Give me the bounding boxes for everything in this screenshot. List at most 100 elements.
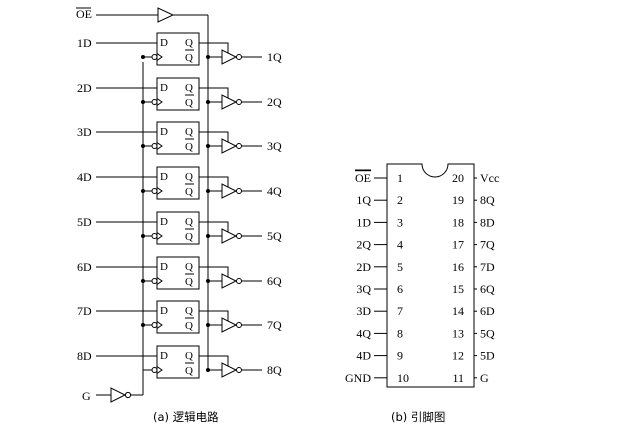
enable-junction [206, 144, 210, 148]
output-label-5: 5Q [267, 229, 282, 243]
flip-flop [156, 77, 200, 111]
pinout-caption: (b) 引脚图 [391, 410, 445, 424]
pin-name: 4D [356, 349, 371, 363]
clock-bubble [151, 54, 158, 60]
logic-caption: (a) 逻辑电路 [153, 410, 219, 424]
output-label-1: 1Q [267, 50, 282, 64]
pin-number: 17 [452, 238, 464, 252]
ff-d-label: D [160, 171, 168, 183]
pin-name: 5Q [480, 326, 495, 340]
q-wire [199, 131, 229, 142]
pin-name: 1D [356, 215, 371, 229]
pin-left-10: GND 10 [345, 371, 409, 385]
clock-edge-marker [156, 366, 163, 374]
pin-name: 7Q [480, 238, 495, 252]
clock-junction [141, 323, 145, 327]
pin-number: 19 [452, 193, 464, 207]
pin-name: 6D [480, 304, 495, 318]
pin-number: 16 [452, 260, 464, 274]
ff-d-label: D [160, 350, 168, 362]
ff-qbar-label: Q [185, 231, 193, 243]
clock-junction [141, 100, 145, 104]
tri-state-buffer [221, 228, 238, 244]
clock-bubble [151, 278, 158, 284]
q-wire [199, 176, 229, 187]
pin-name: 8D [480, 215, 495, 229]
output-label-4: 4Q [267, 184, 282, 198]
enable-junction [206, 189, 210, 193]
clock-edge-marker [156, 321, 163, 329]
output-bubble [236, 188, 242, 194]
ff-qbar-label: Q [185, 186, 193, 198]
clock-junction [141, 144, 145, 148]
pin-number: 9 [397, 349, 403, 363]
q-wire [199, 87, 229, 98]
tri-state-buffer [221, 317, 238, 333]
output-bubble [236, 367, 242, 373]
clock-edge-marker [156, 142, 163, 150]
clock-bubble [151, 143, 158, 149]
input-label-5: 5D [77, 215, 92, 229]
ff-q-label: Q [185, 82, 193, 94]
pin-number: 12 [452, 349, 464, 363]
flip-flop [156, 300, 200, 334]
ff-qbar-label: Q [185, 365, 193, 377]
pin-name: 5D [480, 349, 495, 363]
output-bubble [236, 233, 242, 239]
ff-q-label: Q [185, 350, 193, 362]
pin-number: 8 [397, 326, 403, 340]
tri-state-buffer [221, 49, 238, 65]
pin-number: 3 [397, 215, 403, 229]
output-bubble [236, 278, 242, 284]
ff-d-label: D [160, 126, 168, 138]
output-label-3: 3Q [267, 139, 282, 153]
input-label-4: 4D [77, 170, 92, 184]
pin-name: GND [345, 371, 371, 385]
clock-bubble [151, 99, 158, 105]
input-label-1: 1D [77, 36, 92, 50]
clock-bubble [151, 367, 158, 373]
oe-label: OE [76, 7, 92, 21]
output-label-2: 2Q [267, 95, 282, 109]
pin-number: 10 [397, 371, 409, 385]
input-label-3: 3D [77, 125, 92, 139]
output-bubble [236, 54, 242, 60]
ff-qbar-label: Q [185, 141, 193, 153]
g-inverter-bubble [124, 391, 132, 399]
clock-edge-marker [156, 187, 163, 195]
pin-number: 13 [452, 326, 464, 340]
ff-q-label: Q [185, 37, 193, 49]
ff-d-label: D [160, 216, 168, 228]
enable-junction [206, 100, 210, 104]
pin-name: 2D [356, 260, 371, 274]
clock-junction [141, 189, 145, 193]
flip-flop [156, 345, 200, 379]
pin-number: 2 [397, 193, 403, 207]
pin-number: 7 [397, 304, 403, 318]
output-bubble [236, 322, 242, 328]
enable-junction [206, 368, 210, 372]
enable-junction [206, 323, 210, 327]
pin-name: OE [355, 171, 371, 185]
output-bubble [236, 99, 242, 105]
flip-flop [156, 32, 200, 66]
clock-junction [141, 55, 145, 59]
pin-right-12: 12 5D [452, 349, 495, 363]
clock-edge-marker [156, 98, 163, 106]
pin-left-9: 4D 9 [356, 349, 403, 363]
ff-q-label: Q [185, 126, 193, 138]
enable-junction [206, 55, 210, 59]
ff-d-label: D [160, 261, 168, 273]
